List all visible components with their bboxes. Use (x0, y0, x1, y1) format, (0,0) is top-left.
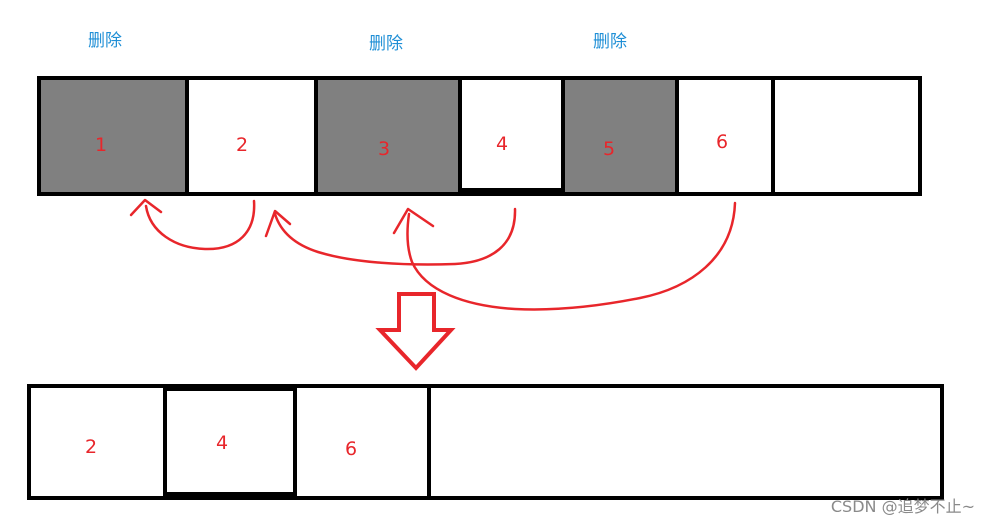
top-cell-2-value: 2 (236, 134, 249, 156)
down-arrow-icon (375, 292, 456, 371)
arrow-2-to-1 (144, 199, 256, 251)
top-cell-3-value: 3 (378, 138, 391, 160)
arrow-2-to-1-head (129, 198, 163, 217)
bottom-cell-6-value: 6 (345, 438, 358, 460)
arrow-4-to-2-head (264, 209, 292, 238)
watermark: CSDN @追梦不止~ (830, 497, 975, 516)
bottom-cell-6: 6 (297, 388, 431, 496)
top-cell-5: 5 (565, 80, 679, 192)
delete-label-5: 删除 (593, 32, 627, 52)
top-cell-5-value: 5 (603, 138, 616, 160)
top-cell-4: 4 (462, 80, 565, 192)
arrow-6-to-3 (406, 201, 737, 311)
top-cell-3: 3 (318, 80, 462, 192)
delete-label-1: 删除 (88, 31, 122, 51)
bottom-cell-2: 2 (31, 388, 167, 496)
bottom-cell-4-value: 4 (216, 432, 229, 454)
top-cell-1-value: 1 (95, 134, 108, 156)
top-cell-6: 6 (679, 80, 775, 192)
bottom-cell-2-value: 2 (85, 436, 98, 458)
bottom-array: 2 4 6 (27, 384, 944, 500)
arrow-4-to-2 (273, 207, 517, 266)
top-cell-4-value: 4 (496, 133, 509, 155)
top-array: 1 2 3 4 5 6 (37, 76, 922, 196)
delete-label-3: 删除 (369, 34, 403, 54)
bottom-cell-4: 4 (167, 388, 297, 496)
top-cell-6-value: 6 (716, 131, 729, 153)
arrow-6-to-3-head (392, 207, 435, 235)
top-cell-2: 2 (189, 80, 318, 192)
top-cell-1: 1 (41, 80, 189, 192)
